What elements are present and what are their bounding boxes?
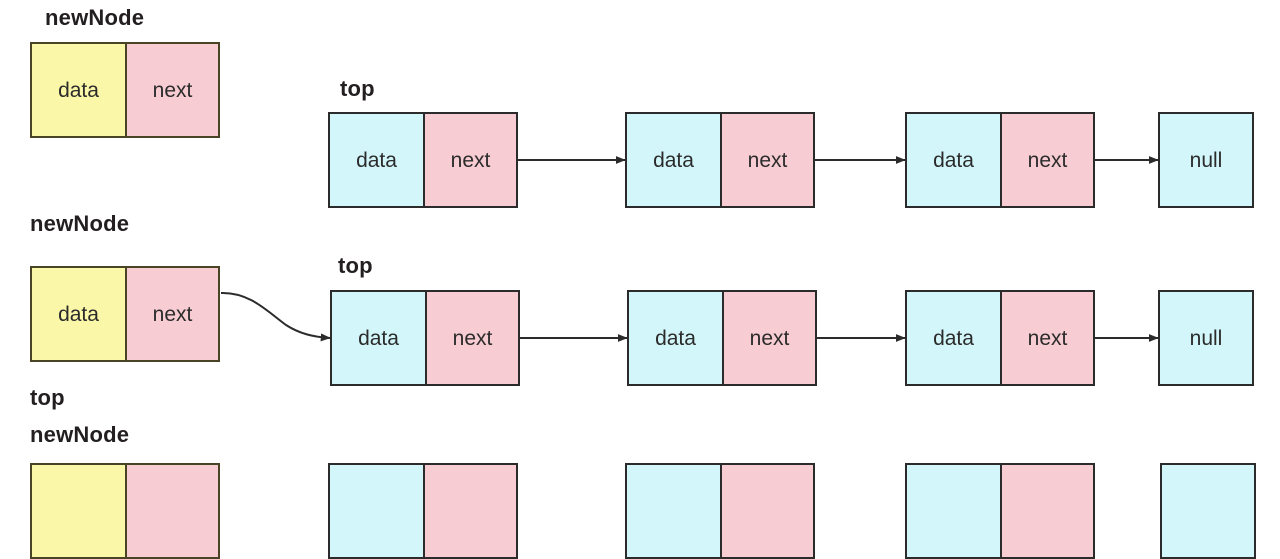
newnode-box-row1: data next bbox=[30, 42, 220, 138]
top-label-row3: top bbox=[30, 385, 65, 410]
node-3-next-cell-row1: next bbox=[1000, 114, 1093, 206]
node-3-next-cell-row3 bbox=[1000, 465, 1093, 557]
node-2-next-cell-row2: next bbox=[722, 292, 815, 384]
node-1-data-cell-row2: data bbox=[332, 292, 425, 384]
newnode-data-cell-row2: data bbox=[32, 268, 125, 360]
list-node-3-row3 bbox=[905, 463, 1095, 559]
top-label-row2: top bbox=[338, 253, 373, 278]
null-node-label-row3 bbox=[1162, 465, 1254, 557]
null-node-label-row2: null bbox=[1160, 292, 1252, 384]
node-2-next-cell-row3 bbox=[720, 465, 813, 557]
newnode-label-row2: newNode bbox=[30, 211, 130, 236]
node-3-data-cell-row3 bbox=[907, 465, 1000, 557]
diagram-canvas: newNode top data next data next data nex… bbox=[30, 5, 1256, 559]
newnode-data-cell-row1: data bbox=[32, 44, 125, 136]
list-node-1-row2: data next bbox=[330, 290, 520, 386]
null-node-row2: null bbox=[1158, 290, 1254, 386]
null-node-row1: null bbox=[1158, 112, 1254, 208]
list-node-3-row1: data next bbox=[905, 112, 1095, 208]
node-1-next-cell-row3 bbox=[423, 465, 516, 557]
top-label-row1: top bbox=[340, 76, 375, 101]
list-node-3-row2: data next bbox=[905, 290, 1095, 386]
arrow-row2-newnode-to-node1 bbox=[220, 291, 331, 342]
list-node-1-row1: data next bbox=[328, 112, 518, 208]
list-node-2-row3 bbox=[625, 463, 815, 559]
node-3-next-cell-row2: next bbox=[1000, 292, 1093, 384]
node-2-data-cell-row1: data bbox=[627, 114, 720, 206]
null-node-label-row1: null bbox=[1160, 114, 1252, 206]
list-node-1-row3 bbox=[328, 463, 518, 559]
node-1-next-cell-row2: next bbox=[425, 292, 518, 384]
node-3-data-cell-row1: data bbox=[907, 114, 1000, 206]
node-3-data-cell-row2: data bbox=[907, 292, 1000, 384]
node-1-data-cell-row3 bbox=[330, 465, 423, 557]
node-2-next-cell-row1: next bbox=[720, 114, 813, 206]
list-node-2-row1: data next bbox=[625, 112, 815, 208]
newnode-next-cell-row2: next bbox=[125, 268, 218, 360]
newnode-box-row2: data next bbox=[30, 266, 220, 362]
node-2-data-cell-row3 bbox=[627, 465, 720, 557]
node-1-next-cell-row1: next bbox=[423, 114, 516, 206]
node-1-data-cell-row1: data bbox=[330, 114, 423, 206]
newnode-box-row3 bbox=[30, 463, 220, 559]
newnode-next-cell-row3 bbox=[125, 465, 218, 557]
newnode-label-row1: newNode bbox=[45, 5, 145, 30]
list-node-2-row2: data next bbox=[627, 290, 817, 386]
newnode-label-row3: newNode bbox=[30, 422, 130, 447]
newnode-data-cell-row3 bbox=[32, 465, 125, 557]
newnode-next-cell-row1: next bbox=[125, 44, 218, 136]
null-node-row3 bbox=[1160, 463, 1256, 559]
node-2-data-cell-row2: data bbox=[629, 292, 722, 384]
